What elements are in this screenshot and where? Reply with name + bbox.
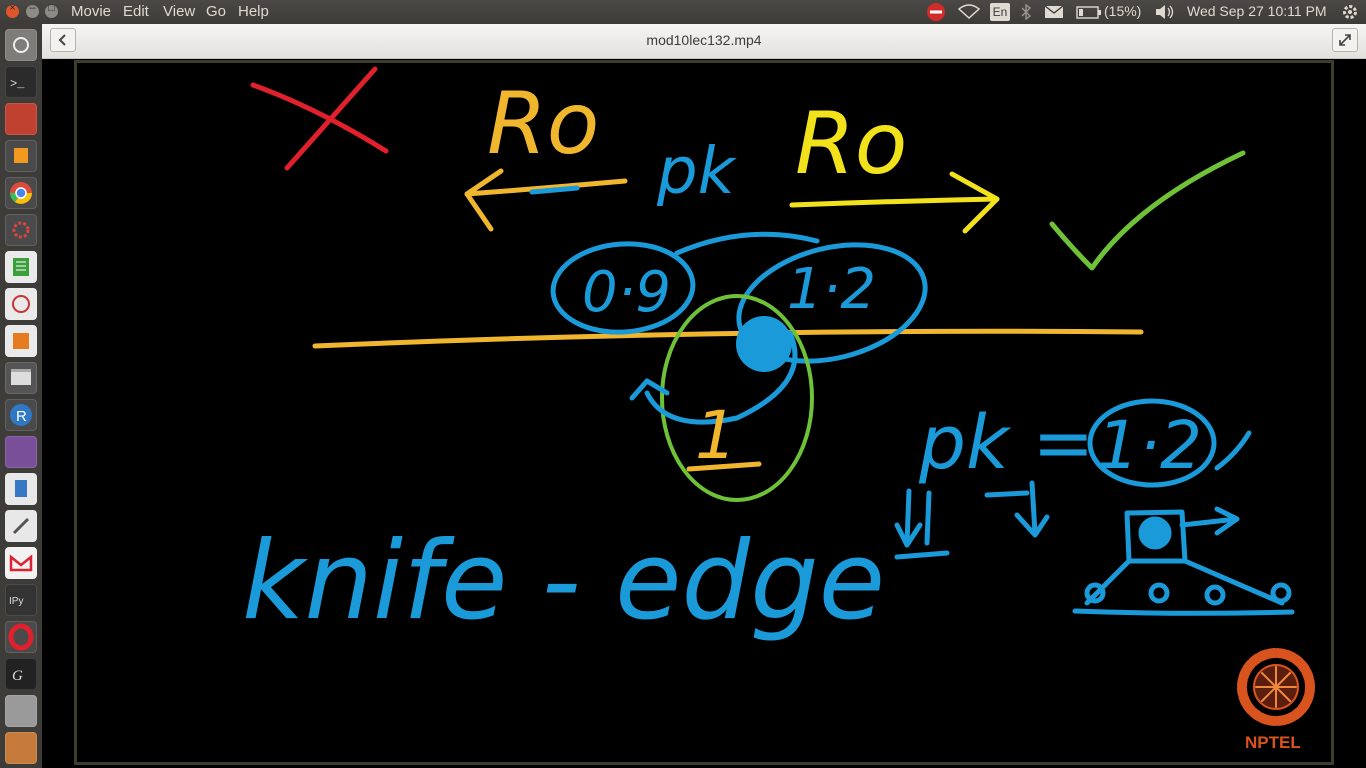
wifi-icon[interactable]: [958, 4, 980, 20]
knife-edge-label: knife - edge: [242, 519, 885, 644]
svg-text:R: R: [16, 408, 27, 425]
keyboard-icon[interactable]: En: [990, 3, 1010, 21]
menu-view[interactable]: View: [163, 3, 196, 20]
menu-help[interactable]: Help: [238, 3, 269, 20]
window-close-button[interactable]: ×: [6, 2, 19, 18]
video-icon[interactable]: [5, 362, 37, 394]
volume-icon[interactable]: [1154, 4, 1176, 20]
writer-icon[interactable]: [5, 288, 37, 320]
fullscreen-button[interactable]: [1332, 28, 1358, 52]
text-editor-icon[interactable]: [5, 510, 37, 542]
mail-icon[interactable]: [1044, 5, 1064, 19]
clock[interactable]: Wed Sep 27 10:11 PM: [1187, 3, 1327, 19]
terminal-icon[interactable]: >_: [5, 66, 37, 98]
menu-edit[interactable]: Edit: [123, 3, 149, 20]
pk-equals-value: 1·2: [1097, 407, 1202, 484]
machine-sketch: [1072, 506, 1295, 616]
gear-icon[interactable]: [1341, 3, 1359, 21]
gmail-icon[interactable]: [5, 547, 37, 579]
svg-text:>_: >_: [10, 77, 25, 91]
chevron-left-icon: [58, 34, 66, 46]
window-maximize-button[interactable]: □: [45, 2, 58, 18]
video-frame: Ro Ro pk 0·9 1·2 1 pk = 1·2 knife - edge…: [74, 60, 1334, 765]
document-icon[interactable]: [5, 473, 37, 505]
fullscreen-icon: [1339, 34, 1351, 46]
chrome-icon[interactable]: [5, 177, 37, 209]
nptel-logo: NPTEL: [1237, 648, 1315, 752]
bluetooth-icon[interactable]: [1020, 3, 1032, 21]
green-ellipse: [660, 294, 814, 502]
back-button[interactable]: [50, 28, 76, 52]
menu-go[interactable]: Go: [206, 3, 227, 20]
down-arrows: [894, 480, 1050, 560]
settings-icon[interactable]: [5, 214, 37, 246]
right-arrow: [789, 171, 1000, 234]
media-icon[interactable]: [5, 436, 37, 468]
ipython-icon[interactable]: IPy: [5, 584, 37, 616]
pk-top-label: pk: [656, 135, 738, 209]
ellipse-left-value: [550, 241, 696, 335]
ball-dot: [736, 316, 792, 372]
launcher: >_ R IPy G: [0, 24, 43, 768]
ro-right-label: Ro: [795, 94, 907, 194]
gp-icon[interactable]: G: [5, 658, 37, 690]
r-icon[interactable]: R: [5, 399, 37, 431]
svg-text:IPy: IPy: [9, 596, 23, 607]
impress-icon[interactable]: [5, 325, 37, 357]
value-right-label: 1·2: [787, 257, 876, 322]
battery-icon[interactable]: [1076, 6, 1102, 19]
archive-icon[interactable]: [5, 732, 37, 764]
value-center-label: 1: [695, 397, 737, 474]
keyboard-layout-label: En: [992, 5, 1008, 19]
files-icon[interactable]: [5, 103, 37, 135]
top-menu-bar: × – □ Movie Edit View Go Help En (15%) W…: [0, 0, 1366, 24]
rotation-arrow: [644, 330, 798, 425]
ro-left-label: Ro: [487, 74, 599, 174]
sublime-icon[interactable]: [5, 140, 37, 172]
red-cross-mark: [250, 66, 389, 171]
knife-edge-line: [312, 328, 1144, 349]
ellipse-right-value: [736, 242, 928, 364]
value-left-label: 0·9: [582, 260, 671, 325]
window-titlebar: mod10lec132.mp4: [42, 24, 1366, 59]
opera-icon[interactable]: [5, 621, 37, 653]
menu-movie[interactable]: Movie: [71, 3, 112, 20]
video-player[interactable]: Ro Ro pk 0·9 1·2 1 pk = 1·2 knife - edge…: [42, 59, 1366, 768]
drive-icon[interactable]: [5, 695, 37, 727]
no-entry-icon[interactable]: [926, 2, 946, 22]
dash-icon[interactable]: [5, 29, 37, 61]
window-title: mod10lec132.mp4: [646, 32, 762, 48]
center-underline: [686, 461, 762, 472]
window-minimize-button[interactable]: –: [26, 2, 39, 18]
nptel-logo-text: NPTEL: [1245, 733, 1301, 752]
whiteboard-drawing: Ro Ro pk 0·9 1·2 1 pk = 1·2 knife - edge…: [242, 66, 1315, 752]
pk-equals-label: pk =: [918, 400, 1094, 486]
spreadsheet-icon[interactable]: [5, 251, 37, 283]
green-check-mark: [1049, 150, 1246, 271]
pk-eq-ellipse: [1087, 398, 1217, 488]
battery-percent[interactable]: (15%): [1104, 3, 1142, 19]
left-arrow: [464, 168, 628, 232]
svg-text:G: G: [12, 668, 23, 684]
top-blue-arc: [674, 231, 820, 256]
